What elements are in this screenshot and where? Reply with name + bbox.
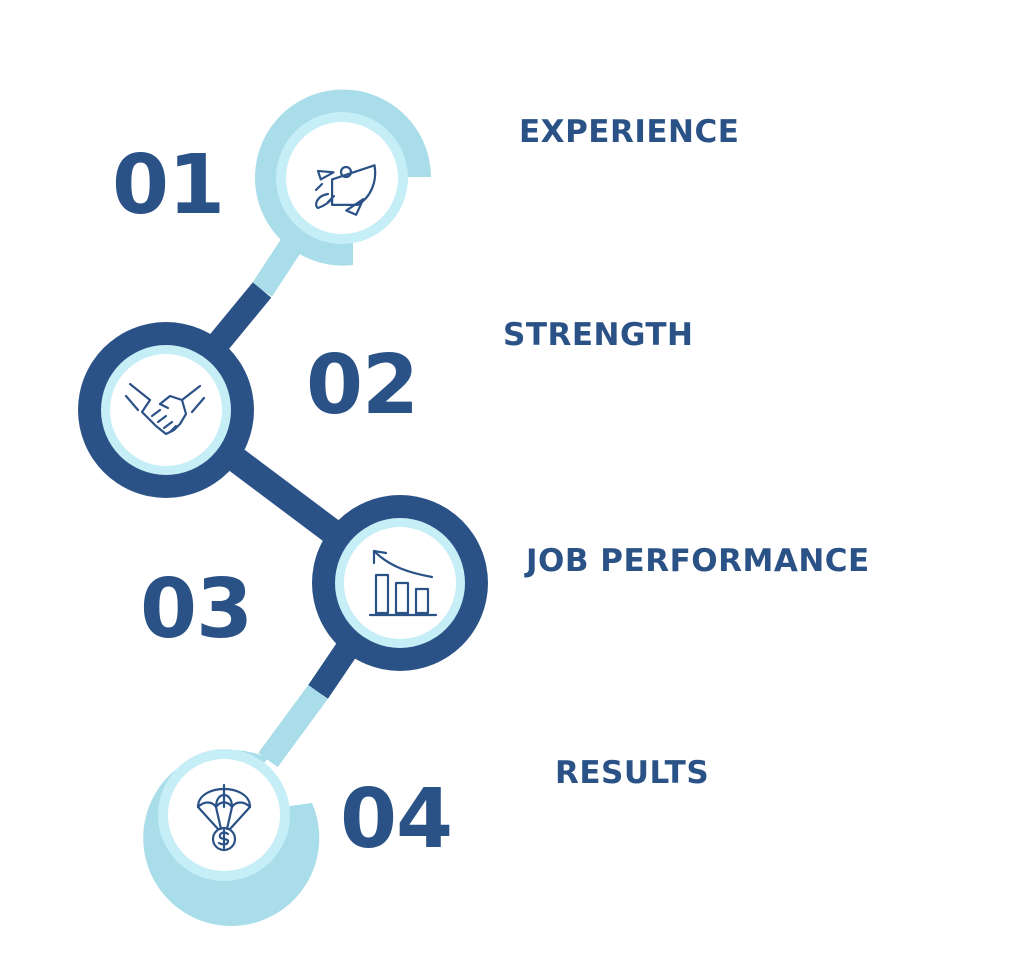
step-3-number: 03 bbox=[140, 562, 252, 657]
connector-lines bbox=[196, 228, 370, 768]
step-2-number: 02 bbox=[306, 338, 418, 433]
step-2-node bbox=[78, 322, 254, 498]
step-4-inner-circle bbox=[168, 759, 280, 871]
step-4-number: 04 bbox=[340, 772, 452, 867]
step-2-inner-circle bbox=[110, 354, 222, 466]
step-1-node bbox=[255, 89, 431, 266]
parachute-dollar-icon bbox=[196, 783, 252, 852]
handshake-icon bbox=[124, 382, 206, 436]
step-4-node bbox=[143, 749, 320, 926]
growth-chart-icon bbox=[368, 549, 438, 617]
step-4-label: RESULTS bbox=[555, 755, 709, 791]
step-1-label: EXPERIENCE bbox=[519, 114, 739, 150]
step-2-label: STRENGTH bbox=[503, 317, 693, 353]
step-1-inner-circle bbox=[286, 122, 398, 234]
step-1-number: 01 bbox=[112, 138, 224, 233]
connector-3-light bbox=[258, 684, 328, 768]
rocket-icon bbox=[314, 164, 377, 216]
step-3-node bbox=[312, 495, 488, 671]
step-3-label: JOB PERFORMANCE bbox=[524, 543, 870, 579]
